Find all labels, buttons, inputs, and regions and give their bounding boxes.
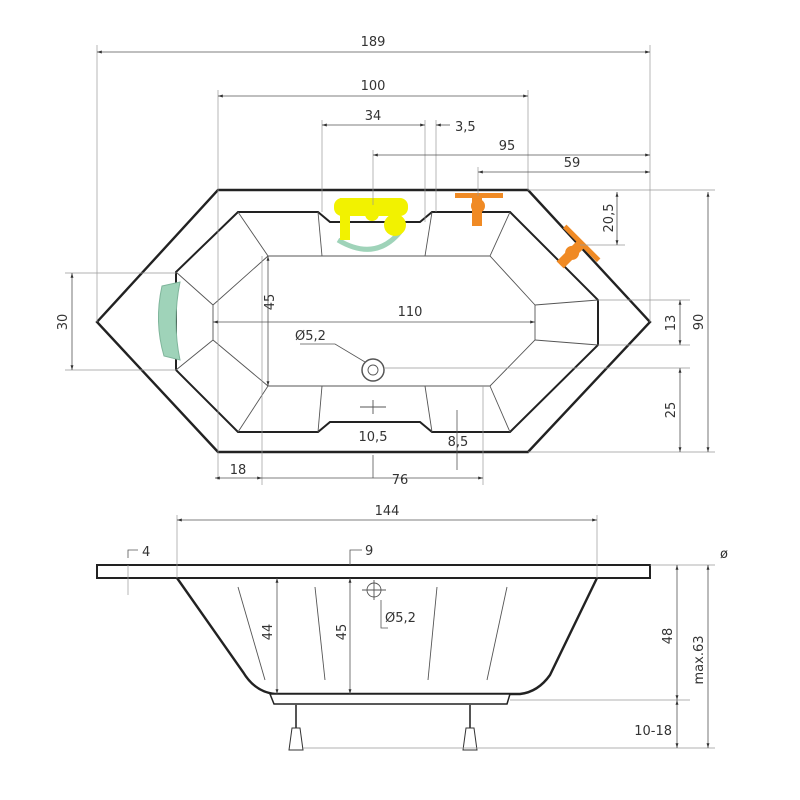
dim-faucet-center-2: 59 [564,156,581,171]
dim-top-edge: 100 [361,79,386,94]
top-view: 189 100 34 3,5 95 59 20,5 90 13 25 30 45… [56,35,715,488]
dim-body-height: 48 [661,628,676,645]
dim-leg-range: 10-18 [634,724,672,739]
dim-total-length: 189 [361,35,386,50]
leg-icon [288,704,304,751]
dim-max-height: max.63 [692,636,707,685]
dim-drain-to-edge: 10,5 [359,430,388,445]
dim-headrest-width: 34 [365,109,382,124]
dim-overflow-diameter: Ø5,2 [385,611,416,626]
side-view-dimensions: 144 4 9 Ø5,2 44 45 48 max.63 10-18 ø [142,504,728,739]
dim-depth-b: 45 [335,624,350,641]
dim-left-step: 18 [230,463,247,478]
dim-rim-thickness: 4 [142,545,150,560]
dim-offset-small: 3,5 [455,120,476,135]
tub-base [268,693,512,705]
faucet-icon [455,193,503,226]
dim-handle-width: 30 [56,314,71,331]
dim-drain-span: 76 [392,473,409,488]
dim-floor-width: 45 [263,294,278,311]
dim-faucet-center-1: 95 [499,139,516,154]
faucet-icon [556,224,601,269]
dim-drain-diameter: Ø5,2 [295,329,326,344]
dim-depth-a: 44 [261,624,276,641]
dim-inner-length: 144 [375,504,400,519]
dim-rim-offset: 9 [365,544,373,559]
dim-faucet-depth: 20,5 [602,204,617,233]
diameter-symbol: ø [720,547,728,562]
overflow-icon [362,580,386,600]
side-view: 144 4 9 Ø5,2 44 45 48 max.63 10-18 ø [96,504,728,751]
dim-end-offset: 13 [664,315,679,332]
dim-total-width: 90 [692,314,707,331]
dim-floor-length: 110 [398,305,423,320]
grip-icon [334,198,408,252]
dim-drain-offset: 25 [664,402,679,419]
tub-facets [175,211,599,433]
drain-icon [360,358,386,414]
tub-rim [96,564,651,579]
handle-icon [157,281,181,361]
dim-overflow-offset: 8,5 [448,435,469,450]
top-view-dimensions: 189 100 34 3,5 95 59 20,5 90 13 25 30 45… [56,35,707,488]
leg-icon [462,704,478,751]
